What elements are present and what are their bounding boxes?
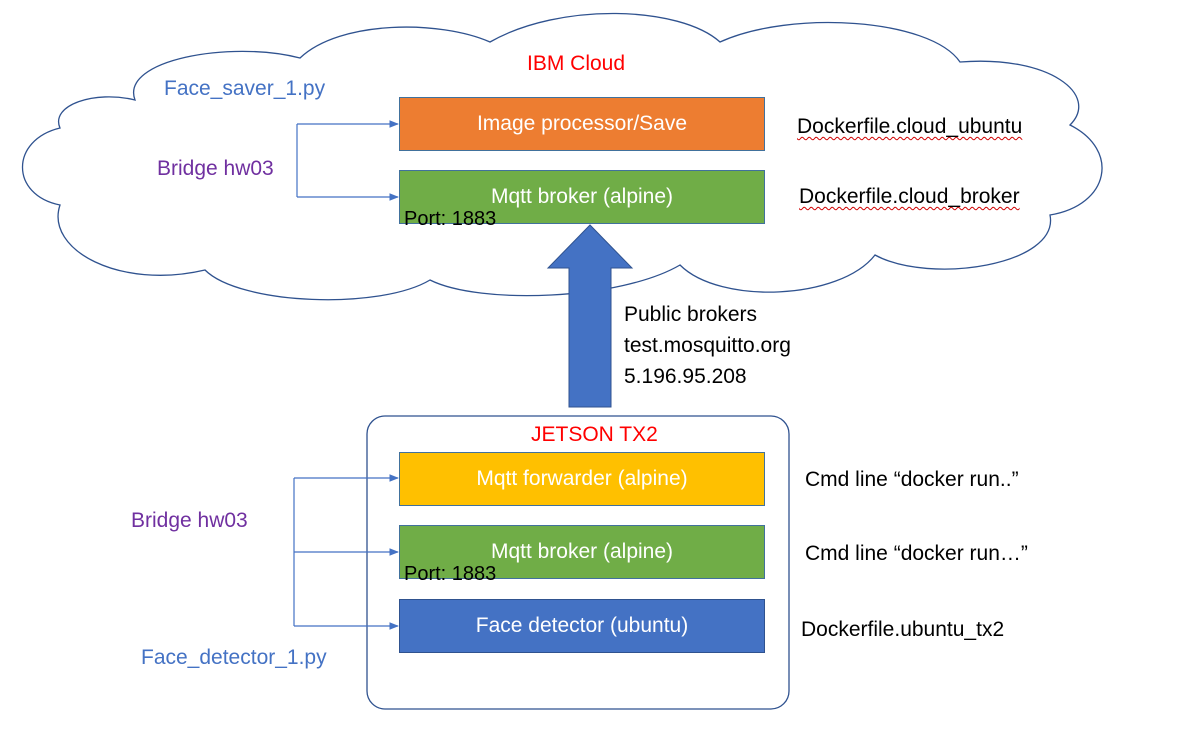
jetson-broker-box: Mqtt broker (alpine) [399, 525, 765, 579]
jetson-bridge-label: Bridge hw03 [131, 509, 248, 532]
jetson-script-label: Face_detector_1.py [141, 646, 327, 669]
cloud-bridge-label: Bridge hw03 [157, 157, 274, 180]
jetson-broker-label: Mqtt broker (alpine) [490, 540, 674, 563]
image-processor-box: Image processor/Save [399, 97, 765, 151]
cloud-broker-label: Mqtt broker (alpine) [490, 185, 674, 208]
mosquitto-ip-label: 5.196.95.208 [624, 365, 747, 388]
cloud-broker-box: Mqtt broker (alpine) [399, 170, 765, 224]
mosquitto-host-label: test.mosquitto.org [624, 334, 791, 357]
cloud-ubuntu-dockerfile: Dockerfile.cloud_ubuntu [797, 115, 1023, 138]
forwarder-box: Mqtt forwarder (alpine) [399, 452, 765, 506]
jetson-title: JETSON TX2 [531, 423, 658, 446]
cloud-bridge-connectors [296, 120, 399, 201]
face-detector-note: Dockerfile.ubuntu_tx2 [801, 618, 1005, 641]
up-arrow [546, 224, 634, 408]
forwarder-label: Mqtt forwarder (alpine) [476, 467, 688, 490]
forwarder-note: Cmd line “docker run..” [805, 468, 1019, 491]
cloud-broker-port: Port: 1883 [404, 208, 497, 230]
cloud-broker-dockerfile: Dockerfile.cloud_broker [799, 185, 1020, 208]
public-brokers-label: Public brokers [624, 303, 758, 326]
cloud-shape [22, 12, 1103, 301]
jetson-broker-port: Port: 1883 [404, 563, 497, 585]
face-detector-label: Face detector (ubuntu) [475, 614, 689, 637]
cloud-script-label: Face_saver_1.py [164, 77, 326, 100]
cloud-title: IBM Cloud [527, 52, 626, 75]
jetson-bridge-connectors [293, 474, 399, 630]
jetson-broker-note: Cmd line “docker run…” [805, 542, 1028, 565]
face-detector-box: Face detector (ubuntu) [399, 599, 765, 653]
image-processor-label: Image processor/Save [476, 112, 688, 135]
